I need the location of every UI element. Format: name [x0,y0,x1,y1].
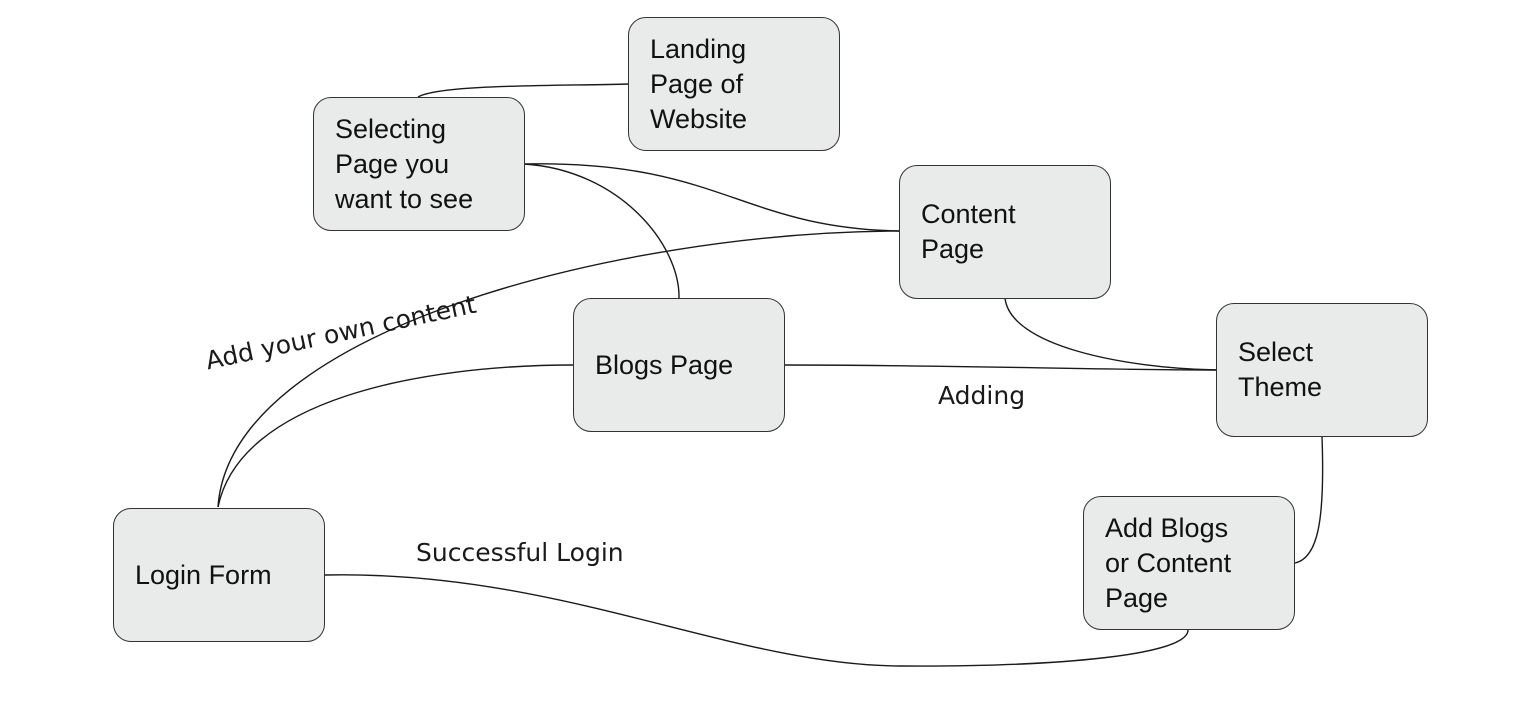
node-selecting-page-label: Selecting Page you want to see [335,113,474,214]
node-landing-page: Landing Page of Website [628,17,840,151]
edge-label-successful-login: Successful Login [416,538,624,567]
edge-label-adding: Adding [938,381,1026,410]
edge-selecting-to-blogs [523,163,680,299]
node-login-form-label: Login Form [135,559,272,590]
node-select-theme-label: Select Theme [1238,337,1323,402]
edge-login-to-content [217,230,900,508]
node-add-blogs-content: Add Blogs or Content Page [1083,496,1295,630]
edge-selecting-to-landing [417,83,630,98]
edge-login-to-blogs [217,364,574,508]
node-login-form: Login Form [113,508,325,642]
edge-blogs-to-theme [784,364,1218,371]
node-landing-page-label: Landing Page of Website [650,33,748,134]
node-blogs-page: Blogs Page [573,298,785,432]
node-blogs-page-label: Blogs Page [595,349,734,380]
edge-content-to-theme [1004,297,1218,371]
edge-login-to-add-blogs [324,574,1189,667]
edge-theme-to-add-blogs [1294,436,1324,564]
edge-selecting-to-content [523,163,900,232]
node-content-page-label: Content Page [921,199,1016,264]
node-content-page: Content Page [899,165,1111,299]
node-selecting-page: Selecting Page you want to see [313,97,525,231]
node-select-theme: Select Theme [1216,303,1428,437]
node-add-blogs-content-label: Add Blogs or Content Page [1105,512,1232,613]
